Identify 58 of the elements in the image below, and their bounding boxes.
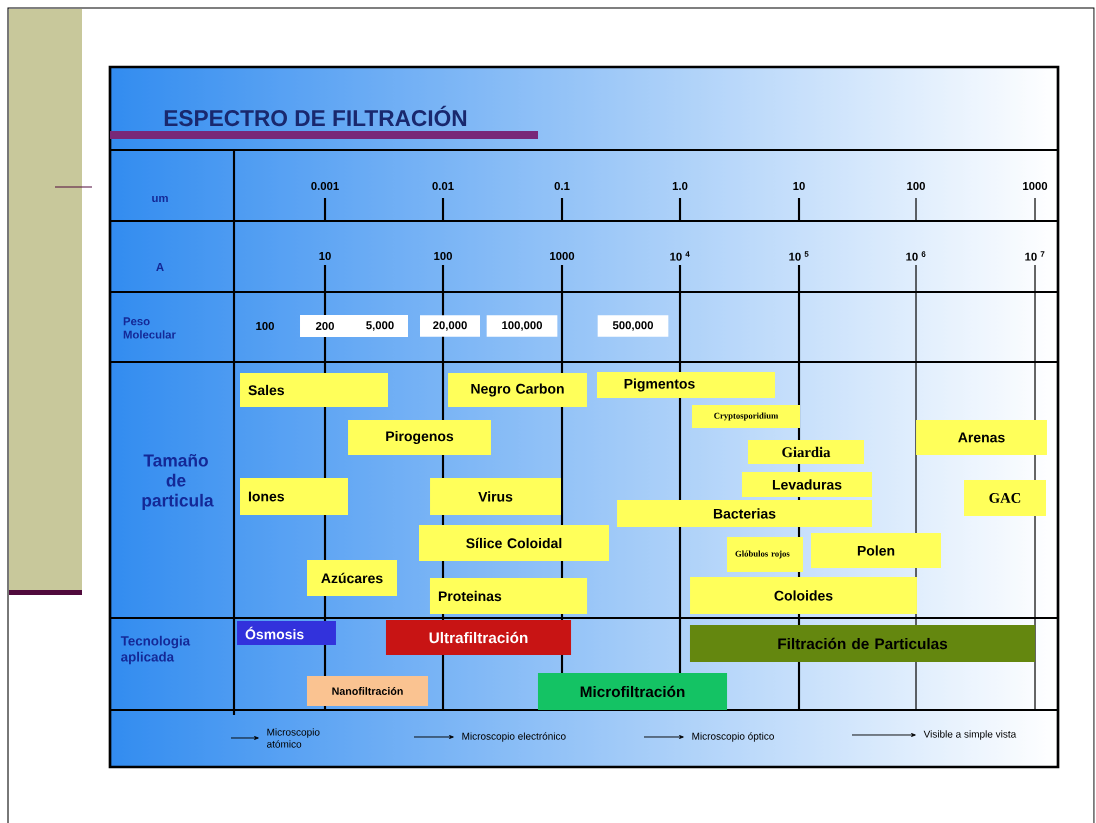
particle-box: Proteinas (429, 578, 588, 614)
row-header: um (152, 195, 168, 203)
particle-box: Virus (430, 477, 561, 516)
stage-label: Microscopio electrónico (462, 732, 566, 742)
row-header: A (156, 263, 164, 271)
particle-box: Coloides (690, 576, 917, 615)
technology-box: Nanofiltración (306, 676, 429, 706)
label: 200 (315, 321, 334, 330)
technology-box: Ósmosis (237, 621, 336, 645)
row-header: Tamaño de particula (142, 453, 214, 511)
row-header: Tecnologia aplicada (120, 635, 191, 665)
particle-box: Negro Carbon (448, 373, 587, 407)
particle-box: Sílice Coloidal (419, 525, 609, 561)
scale-value: 0.001 (311, 182, 339, 190)
row-header: Peso Molecular (123, 317, 176, 339)
technology-box: Microfiltración (537, 672, 728, 711)
particle-box: Azúcares (307, 560, 397, 596)
particle-box: Sales (240, 373, 388, 407)
particle-box: Iones (240, 477, 348, 516)
scale-value: 100 (434, 252, 452, 260)
stage-label: Microscopio atómico (267, 728, 320, 748)
scale-value: 100 (907, 182, 925, 190)
weight-value: 20,000 (420, 315, 480, 337)
stage-label: Microscopio óptico (692, 732, 774, 742)
particle-box: Arenas (916, 420, 1047, 455)
arrow (643, 735, 684, 739)
weight-value: 500,000 (597, 315, 669, 337)
chart-title: ESPECTRO DE FILTRACIÓN (164, 105, 467, 127)
particle-box: Bacterias (617, 500, 872, 527)
scale-value: 0.1 (554, 182, 570, 190)
stage-label: Visible a simple vista (923, 730, 1017, 740)
scale-value: 1.0 (672, 182, 688, 190)
arrow (413, 735, 454, 739)
technology-box: Filtración de Particulas (689, 624, 1036, 663)
particle-box: Pirogenos (348, 420, 491, 455)
scale-value: 100 (256, 322, 274, 330)
scale-value: 10 (793, 182, 805, 190)
arrow (851, 733, 916, 737)
scale-value: 0.01 (432, 182, 454, 190)
arrow (230, 736, 259, 740)
particle-box: Levaduras (742, 471, 872, 498)
scale-value: 10 $^{4}$ (670, 251, 690, 261)
particle-box: Cryptosporidium (692, 405, 800, 428)
particle-box: Giardia (748, 440, 864, 464)
particle-box: GAC (964, 480, 1046, 516)
scale-value: 1000 (550, 252, 575, 260)
weight-value: 100,000 (486, 315, 558, 337)
scale-value: 10 $^{5}$ (789, 251, 809, 261)
scale-value: 1000 (1023, 182, 1048, 190)
label: 5,000 (366, 321, 394, 331)
scale-value: 10 $^{6}$ (906, 251, 926, 261)
scale-value: 10 (319, 252, 331, 260)
technology-box: Ultrafiltración (385, 620, 572, 655)
particle-box: Pigmentos (597, 372, 775, 398)
particle-box: Glóbulos rojos (727, 537, 803, 572)
scale-value: 10 $^{7}$ (1025, 251, 1045, 261)
particle-box: Polen (811, 533, 941, 568)
weight-values: 200 5,000 (300, 315, 408, 337)
